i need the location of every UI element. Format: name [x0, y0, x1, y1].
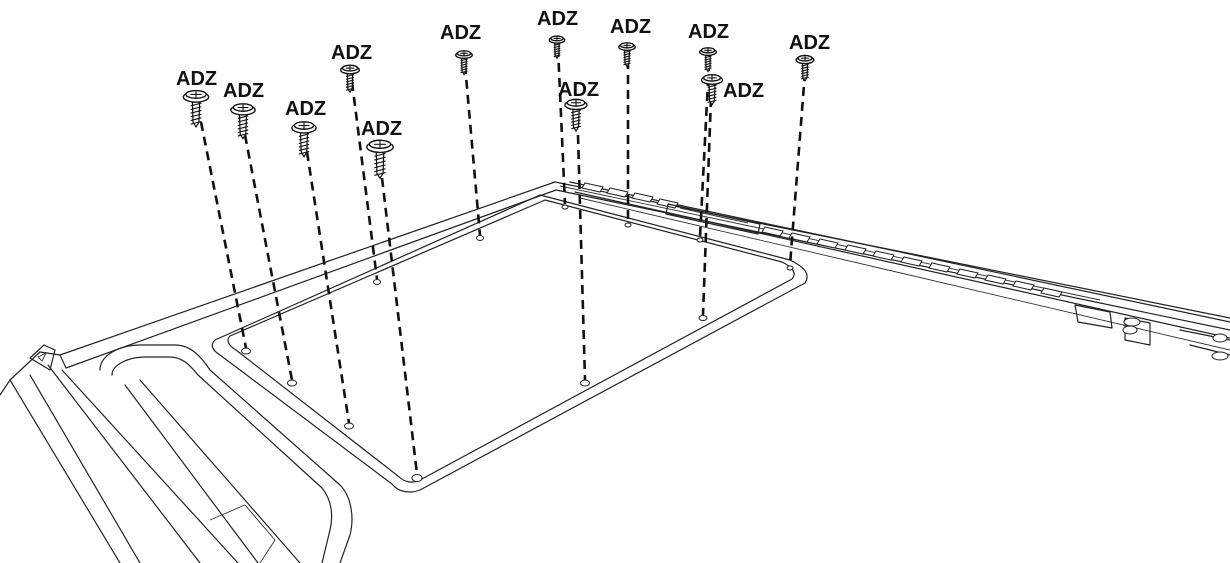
screw-icon: [182, 89, 210, 129]
screw-icon: [366, 139, 394, 180]
right-rail: [559, 181, 1230, 361]
hole-9: [624, 222, 632, 228]
screw-icon: [564, 98, 588, 133]
callout-labels: ADZ ADZ ADZ ADZ ADZ ADZ ADZ ADZ ADZ ADZ …: [176, 8, 830, 140]
callout-label-12: ADZ: [789, 32, 830, 54]
screw-icon: [618, 42, 636, 68]
screw-icon: [455, 50, 473, 76]
hole-12: [786, 265, 794, 271]
callout-label-4: ADZ: [331, 42, 372, 64]
rail-slots: [581, 182, 1063, 298]
screw-icon: [699, 47, 717, 73]
callout-label-5: ADZ: [361, 118, 402, 140]
screws: [182, 35, 815, 180]
hole-2: [287, 379, 297, 387]
hole-1: [241, 347, 251, 355]
callout-label-10: ADZ: [688, 21, 729, 43]
mounting-holes: [241, 204, 794, 482]
screw-icon: [548, 35, 566, 60]
screw-icon: [795, 54, 815, 82]
leader-lines: [199, 47, 807, 475]
callout-label-11: ADZ: [723, 80, 764, 102]
callout-label-1: ADZ: [176, 68, 217, 90]
screw-icon: [339, 64, 361, 94]
callout-label-6: ADZ: [440, 22, 481, 44]
callout-label-8: ADZ: [558, 79, 599, 101]
callout-label-7: ADZ: [537, 8, 578, 30]
hole-5: [411, 474, 423, 482]
callout-label-2: ADZ: [223, 80, 264, 102]
hole-3: [344, 422, 354, 430]
screw-icon: [291, 121, 317, 158]
hole-8: [580, 379, 590, 387]
hole-11: [698, 315, 708, 321]
callout-label-3: ADZ: [285, 98, 326, 120]
callout-label-9: ADZ: [610, 16, 651, 38]
panel-body: [0, 181, 1230, 563]
screw-icon: [700, 73, 724, 106]
hole-7: [561, 204, 569, 210]
hole-6: [476, 235, 484, 241]
hole-4: [373, 279, 381, 285]
screw-icon: [230, 103, 256, 140]
hole-10: [696, 237, 704, 243]
